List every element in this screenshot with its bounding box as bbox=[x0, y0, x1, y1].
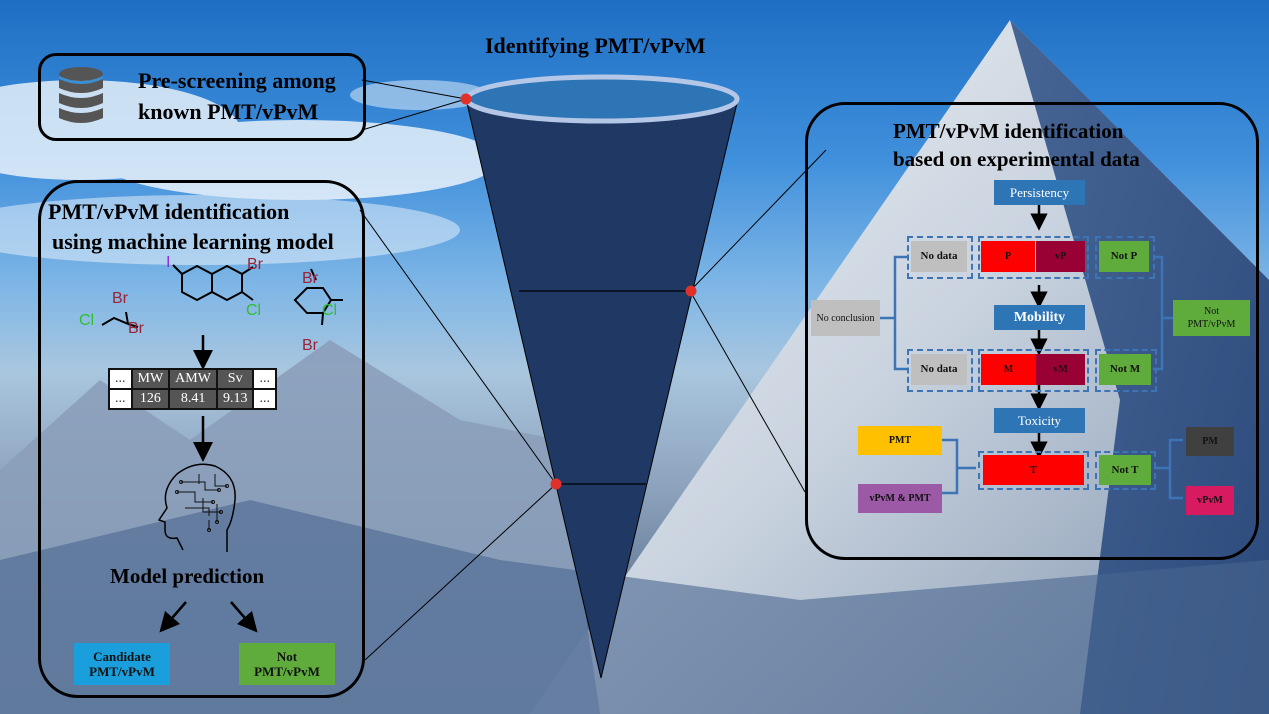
m-box: M bbox=[981, 354, 1036, 385]
outcome-candidate: Candidate PMT/vPvM bbox=[74, 643, 170, 685]
prescreen-text-line1: Pre-screening among bbox=[138, 68, 336, 93]
atom-label: Cl bbox=[246, 302, 262, 319]
table-cell: 9.13 bbox=[215, 388, 255, 410]
dashed-group bbox=[1095, 236, 1155, 279]
table-cell: 126 bbox=[130, 388, 171, 410]
ml-panel-title-line1: PMT/vPvM identification bbox=[48, 199, 290, 224]
m-no-data: No data bbox=[911, 354, 967, 385]
molecule-iodo-bromo-chloro-naphthalene bbox=[172, 264, 254, 302]
atom-label: Cl bbox=[79, 312, 95, 329]
experimental-panel bbox=[805, 102, 1259, 560]
connector-dot bbox=[460, 93, 472, 105]
arrow-down-right-icon bbox=[230, 601, 258, 633]
connector-dot bbox=[685, 285, 697, 297]
table-cell: Sv bbox=[215, 368, 255, 390]
database-icon bbox=[59, 67, 103, 123]
connector-line bbox=[361, 98, 467, 131]
outcome-line: Candidate bbox=[93, 649, 151, 664]
outcome-line: PMT/vPvM bbox=[89, 664, 155, 679]
table-cell: ... bbox=[252, 388, 277, 410]
arrow-down-left-icon bbox=[159, 601, 187, 633]
dashed-group bbox=[907, 236, 973, 279]
connector-line bbox=[359, 209, 557, 485]
table-cell: MW bbox=[130, 368, 171, 390]
exp-panel-title-line2: based on experimental data bbox=[893, 147, 1140, 171]
atom-label: Br bbox=[302, 337, 318, 354]
dashed-group bbox=[978, 349, 1089, 392]
descriptor-value-row: ... 126 8.41 9.13 ... bbox=[108, 388, 277, 410]
step-mobility: Mobility bbox=[994, 305, 1085, 330]
descriptor-table: ... MW AMW Sv ... ... 126 8.41 9.13 ... bbox=[108, 368, 277, 410]
atom-label: Cl bbox=[322, 302, 338, 319]
dashed-group bbox=[1095, 451, 1156, 490]
table-cell: ... bbox=[252, 368, 277, 390]
atom-label: Br bbox=[302, 270, 318, 287]
not-t-box: Not T bbox=[1099, 455, 1151, 485]
connector-dot bbox=[550, 478, 562, 490]
table-cell: 8.41 bbox=[168, 388, 218, 410]
brain-circuit-icon bbox=[157, 463, 236, 552]
prescreen-panel bbox=[38, 53, 366, 141]
atom-label: I bbox=[166, 254, 171, 271]
ml-panel bbox=[38, 180, 365, 698]
not-pmt-box: Not PMT/vPvM bbox=[1173, 300, 1250, 336]
outcome-line: Not bbox=[276, 649, 298, 664]
vp-box: vP bbox=[1036, 241, 1085, 272]
model-prediction-label: Model prediction bbox=[110, 564, 265, 588]
not-pmt-line: PMT/vPvM bbox=[1187, 319, 1236, 330]
not-p-box: Not P bbox=[1099, 241, 1149, 272]
ml-panel-title-line2: using machine learning model bbox=[52, 229, 334, 254]
connector-line bbox=[689, 290, 806, 493]
p-no-data: No data bbox=[911, 241, 967, 272]
descriptor-header-row: ... MW AMW Sv ... bbox=[108, 368, 277, 390]
step-persistency: Persistency bbox=[994, 180, 1085, 205]
molecule-dibromochloroethane bbox=[101, 311, 139, 328]
vm-box: vM bbox=[1036, 354, 1085, 385]
result-pmt: PMT bbox=[858, 426, 942, 455]
connector-line bbox=[364, 483, 557, 661]
dashed-group bbox=[978, 451, 1089, 490]
not-pmt-line: Not bbox=[1204, 306, 1219, 317]
prescreen-text-line2: known PMT/vPvM bbox=[138, 99, 319, 124]
molecule-structures bbox=[101, 264, 343, 328]
no-conclusion-box: No conclusion bbox=[811, 300, 880, 336]
outcome-not-pmt: Not PMT/vPvM bbox=[239, 643, 335, 685]
atom-label: Br bbox=[112, 290, 128, 307]
result-vpvm-pmt: vPvM & PMT bbox=[858, 484, 942, 513]
atom-label: Br bbox=[247, 256, 263, 273]
molecule-dibromo-chloro-cyclohexane bbox=[293, 268, 343, 326]
result-pm: PM bbox=[1186, 427, 1234, 456]
funnel-title: Identifying PMT/vPvM bbox=[485, 33, 706, 58]
table-cell: ... bbox=[108, 368, 133, 390]
dashed-group bbox=[1095, 349, 1157, 392]
connector-line bbox=[689, 149, 827, 292]
outcome-line: PMT/vPvM bbox=[254, 664, 320, 679]
dashed-group bbox=[907, 349, 973, 392]
dashed-group bbox=[978, 236, 1089, 279]
step-toxicity: Toxicity bbox=[994, 408, 1085, 433]
ml-arrows bbox=[159, 335, 258, 633]
result-vpvm: vPvM bbox=[1186, 486, 1234, 515]
atom-label: Br bbox=[128, 320, 144, 337]
connector-line bbox=[361, 79, 467, 100]
table-cell: AMW bbox=[168, 368, 218, 390]
p-box: P bbox=[981, 241, 1035, 272]
t-box: T bbox=[983, 455, 1084, 485]
exp-panel-title-line1: PMT/vPvM identification bbox=[893, 119, 1124, 143]
not-m-box: Not M bbox=[1099, 354, 1151, 385]
